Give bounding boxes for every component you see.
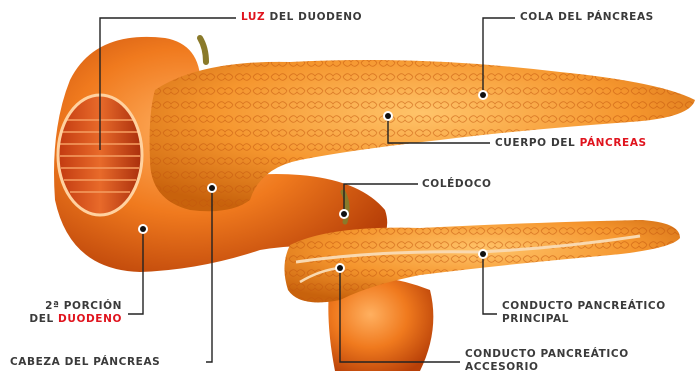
label-porcion-duodeno-line1: 2ª PORCIÓN xyxy=(10,300,122,313)
label-cabeza-pancreas: CABEZA DEL PÁNCREAS xyxy=(10,356,160,369)
label-conducto-accesorio-line2: ACCESORIO xyxy=(465,361,629,371)
marker-porcion-duodeno xyxy=(138,224,148,234)
marker-cabeza-pancreas xyxy=(207,183,217,193)
label-luz-duodeno: LUZ DEL DUODENO xyxy=(241,11,362,24)
label-conducto-principal: CONDUCTO PANCREÁTICO PRINCIPAL xyxy=(502,300,666,326)
label-luz-duodeno-highlight: LUZ xyxy=(241,11,265,23)
label-porcion-duodeno-pre: DEL xyxy=(29,313,58,325)
label-conducto-principal-line1: CONDUCTO PANCREÁTICO xyxy=(502,300,666,313)
label-cuerpo-pancreas-highlight: PÁNCREAS xyxy=(580,137,647,149)
label-cuerpo-pancreas: CUERPO DEL PÁNCREAS xyxy=(495,137,647,150)
label-luz-duodeno-rest: DEL DUODENO xyxy=(265,11,362,23)
label-porcion-duodeno: 2ª PORCIÓN DEL DUODENO xyxy=(10,300,122,326)
bile-duct xyxy=(200,38,206,62)
label-cuerpo-pancreas-pre: CUERPO DEL xyxy=(495,137,580,149)
marker-conducto-principal xyxy=(478,249,488,259)
label-conducto-principal-line2: PRINCIPAL xyxy=(502,313,666,326)
pancreas-section xyxy=(284,220,680,302)
label-porcion-duodeno-highlight: DUODENO xyxy=(58,313,122,325)
marker-coledoco xyxy=(339,209,349,219)
label-coledoco: COLÉDOCO xyxy=(422,178,492,191)
label-conducto-accesorio: CONDUCTO PANCREÁTICO ACCESORIO xyxy=(465,348,629,371)
marker-cola-pancreas xyxy=(478,90,488,100)
label-porcion-duodeno-line2: DEL DUODENO xyxy=(10,313,122,326)
label-conducto-accesorio-line1: CONDUCTO PANCREÁTICO xyxy=(465,348,629,361)
marker-conducto-accesorio xyxy=(335,263,345,273)
label-cola-pancreas: COLA DEL PÁNCREAS xyxy=(520,11,654,24)
marker-cuerpo-pancreas xyxy=(383,111,393,121)
